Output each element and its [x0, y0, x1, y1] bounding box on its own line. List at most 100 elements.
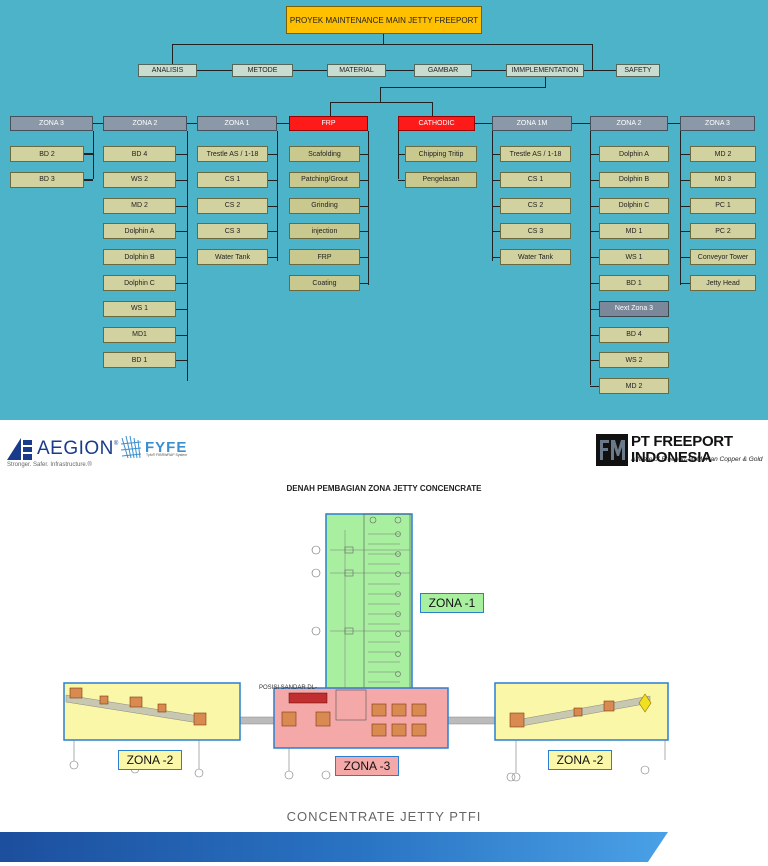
connector [84, 179, 93, 180]
connector [472, 70, 506, 71]
connector [277, 131, 278, 261]
connector [176, 179, 187, 181]
connector [584, 70, 616, 71]
header-zona3-left: ZONA 3 [10, 116, 93, 131]
connector [432, 102, 433, 116]
node-zona2-left-8: BD 1 [103, 352, 176, 369]
node-zona1m-1: CS 1 [500, 171, 571, 188]
ptfi-mark-icon [596, 434, 628, 466]
connector [176, 205, 187, 207]
connector [590, 231, 599, 233]
node-zona2-left-3: Dolphin A [103, 223, 176, 240]
node-safety: SAFETY [616, 64, 660, 77]
org-chart: PROYEK MAINTENANCE MAIN JETTY FREEPORT A… [0, 0, 768, 420]
node-zona1-left-1: CS 1 [197, 171, 268, 188]
connector [680, 231, 690, 233]
node-zona1-left-0: Trestle AS / 1-18 [197, 146, 268, 162]
header-zona1-left: ZONA 1 [197, 116, 277, 131]
connector [680, 179, 690, 181]
node-zona2-right-2: Dolphin C [599, 197, 669, 214]
aegion-mark-icon [7, 438, 33, 460]
connector [492, 131, 493, 261]
connector [383, 34, 384, 44]
connector [268, 231, 277, 233]
header-zona1m: ZONA 1M [492, 116, 572, 131]
node-zona2-left-6: WS 1 [103, 300, 176, 317]
connector [187, 131, 188, 381]
connector [187, 123, 197, 124]
connector [492, 257, 500, 259]
aegion-name: AEGION [37, 438, 114, 459]
zone3-label: ZONA -3 [335, 756, 399, 776]
connector [680, 205, 690, 207]
connector [197, 70, 232, 71]
node-frp-1: Patching/Grout [289, 171, 360, 188]
connector [277, 123, 289, 124]
connector [268, 257, 277, 259]
jetty-plan-drawing: POSISI SANDAR DL- [63, 513, 669, 782]
node-zona1-left-2: CS 2 [197, 197, 268, 214]
header-zona2-right: ZONA 2 [590, 116, 668, 131]
node-metode: METODE [232, 64, 293, 77]
header-cathodic: CATHODIC [398, 116, 475, 131]
node-zona2-left-4: Dolphin B [103, 249, 176, 266]
connector [590, 154, 599, 155]
connector [590, 205, 599, 207]
connector [492, 179, 500, 181]
node-zona1-left-3: CS 3 [197, 223, 268, 240]
node-zona2-right-9: MD 2 [599, 378, 669, 395]
zone1-label: ZONA -1 [420, 593, 484, 613]
connector [360, 257, 368, 259]
node-zona2-right-0: Dolphin A [599, 146, 669, 162]
node-zona1-left-4: Water Tank [197, 249, 268, 266]
connector [668, 123, 680, 124]
node-zona2-right-1: Dolphin B [599, 171, 669, 188]
connector [680, 131, 681, 285]
plan-caption: CONCENTRATE JETTY PTFI [286, 809, 482, 824]
node-frp-3: injection [289, 223, 360, 240]
connector [386, 70, 414, 71]
connector [84, 153, 93, 154]
connector [176, 257, 187, 259]
node-analisis: ANALISIS [138, 64, 197, 77]
node-zona2-left-5: Dolphin C [103, 275, 176, 291]
connector [590, 283, 599, 284]
connector [360, 154, 368, 155]
node-zona2-left-1: WS 2 [103, 171, 176, 188]
plan-title: DENAH PEMBAGIAN ZONA JETTY CONCENCRATE [286, 484, 482, 493]
connector [172, 44, 173, 70]
connector [293, 70, 327, 71]
node-zona3-left-0: BD 2 [10, 146, 84, 162]
connector [475, 123, 492, 124]
connector [176, 154, 187, 155]
node-zona1m-0: Trestle AS / 1-18 [500, 146, 571, 162]
connector [398, 131, 399, 179]
connector [592, 44, 593, 70]
node-cathodic-1: Pengelasan [405, 171, 477, 188]
header-zona2-left: ZONA 2 [103, 116, 187, 131]
connector [590, 334, 599, 336]
connector [268, 154, 277, 155]
connector [398, 154, 405, 155]
connector [176, 308, 187, 310]
node-zona2-right-7: BD 4 [599, 326, 669, 343]
node-zona1m-2: CS 2 [500, 197, 571, 214]
connector [492, 231, 500, 233]
connector [368, 131, 369, 285]
node-zona1m-3: CS 3 [500, 223, 571, 240]
node-gambar: GAMBAR [414, 64, 472, 77]
connector [492, 205, 500, 207]
aegion-logo: AEGION® [7, 438, 118, 460]
connector [590, 308, 599, 310]
connector [172, 44, 592, 45]
connector [84, 179, 93, 181]
fyfe-logo: FYFE Tyfo® FIBRWRAP System [120, 434, 187, 460]
connector [176, 283, 187, 284]
header-zona3-right: ZONA 3 [680, 116, 755, 131]
connector [680, 283, 690, 284]
connector [360, 205, 368, 207]
connector [590, 179, 599, 181]
aegion-tagline: Stronger. Safer. Infrastructure.® [7, 462, 92, 468]
node-zona2-right-5: BD 1 [599, 275, 669, 291]
zone2-left-label: ZONA -2 [118, 750, 182, 770]
